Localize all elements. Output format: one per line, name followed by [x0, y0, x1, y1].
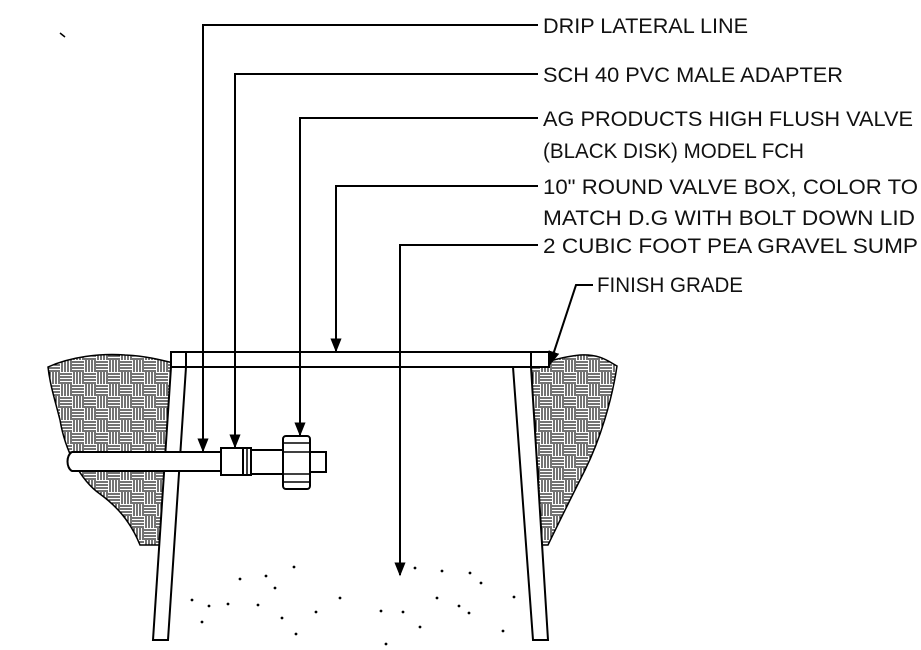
callout-flush-valve-line2: (BLACK DISK) MODEL FCH: [543, 140, 804, 163]
drip-lateral-pipe: [66, 451, 222, 472]
pea-gravel-specks: [190, 565, 516, 646]
leader-valve-box: [330, 185, 538, 353]
valve-box-body: [151, 366, 550, 641]
flush-valve: [250, 435, 327, 490]
valve-box-lid: [170, 351, 550, 368]
callout-finish-grade: FINISH GRADE: [597, 274, 743, 297]
leader-gravel-sump: [394, 244, 538, 577]
callout-drip-lateral-line: DRIP LATERAL LINE: [543, 15, 748, 38]
soil-right: [527, 354, 618, 546]
leader-flush-valve: [294, 117, 538, 437]
leader-finish-grade: [548, 284, 593, 366]
callout-valve-box-line2: MATCH D.G WITH BOLT DOWN LID: [543, 207, 915, 230]
leader-drip-lateral: [197, 24, 538, 453]
stray-mark: [59, 32, 66, 38]
male-adapter: [220, 447, 252, 476]
callout-male-adapter: SCH 40 PVC MALE ADAPTER: [543, 64, 843, 87]
callout-flush-valve-line1: AG PRODUCTS HIGH FLUSH VALVE: [543, 108, 913, 131]
callout-gravel-sump: 2 CUBIC FOOT PEA GRAVEL SUMP: [543, 235, 918, 258]
soil-left: [47, 353, 187, 546]
leader-male-adapter: [229, 73, 538, 449]
callout-valve-box-line1: 10" ROUND VALVE BOX, COLOR TO: [543, 176, 918, 199]
